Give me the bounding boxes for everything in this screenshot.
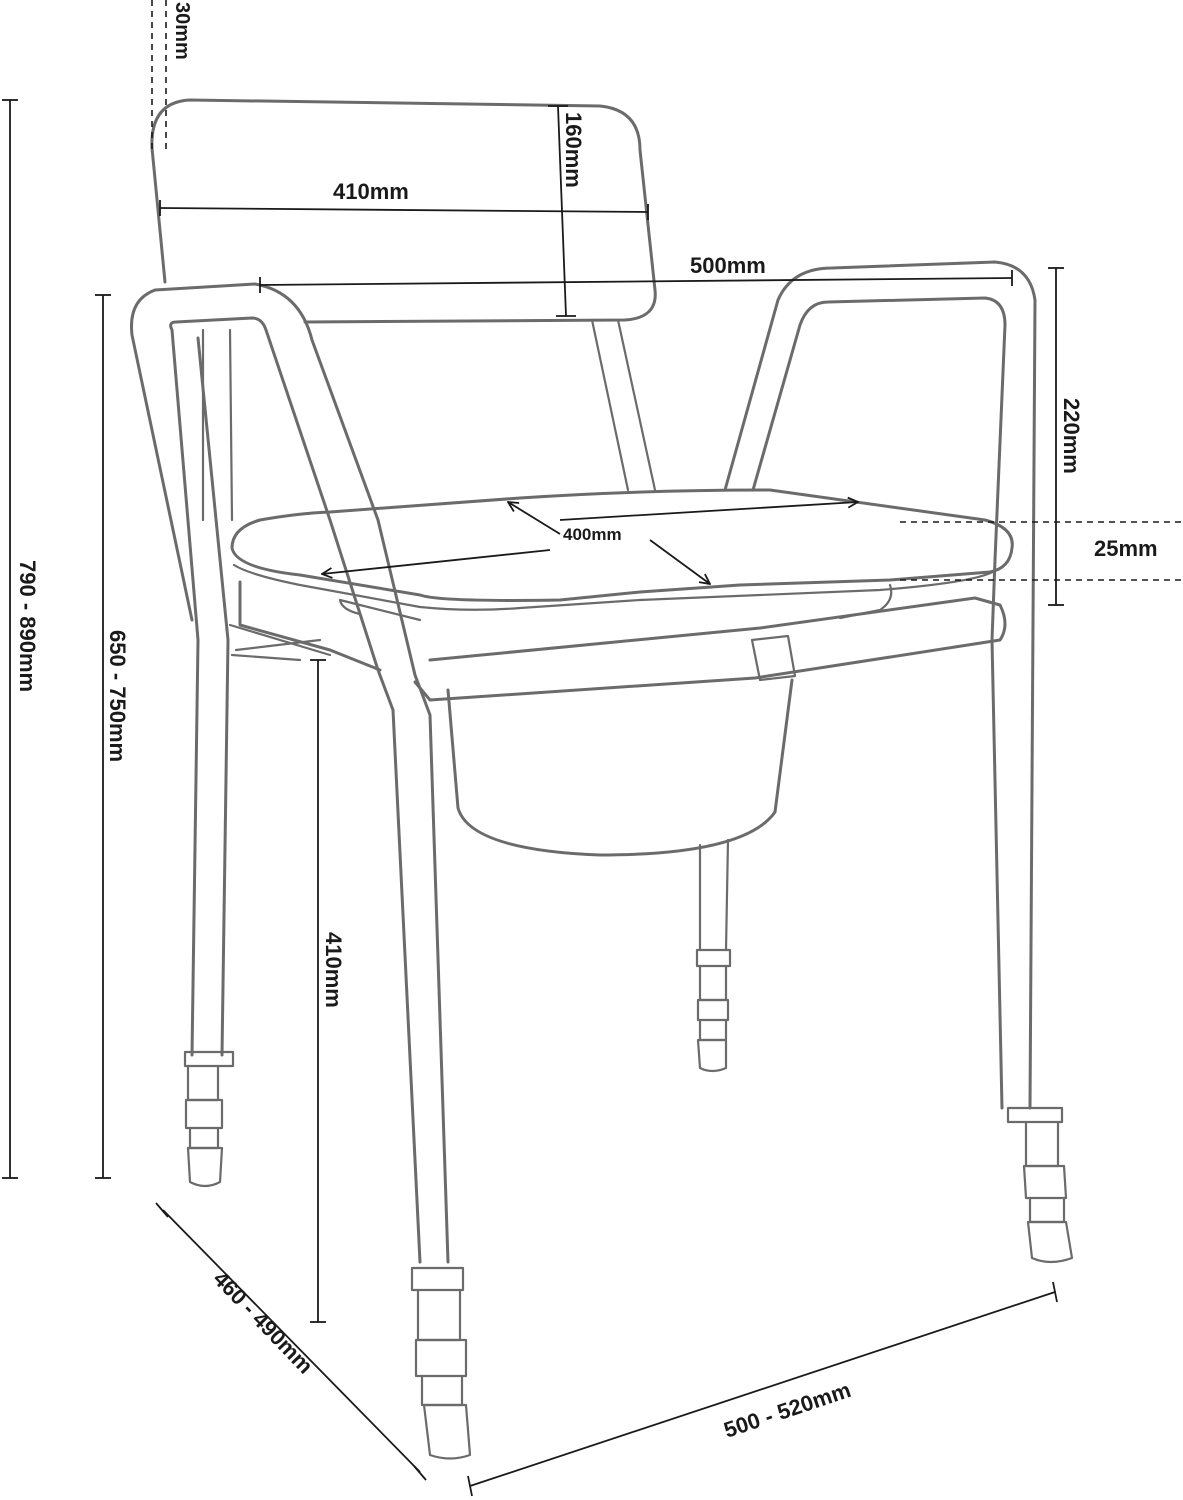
label-backrest-height: 160mm: [561, 112, 586, 188]
label-overall-height: 790 - 890mm: [15, 560, 40, 692]
label-seat-size: 400mm: [563, 525, 622, 544]
label-arm-height: 650 - 750mm: [105, 630, 130, 762]
back-right-leg: [698, 838, 730, 952]
label-width: 500 - 520mm: [721, 1377, 854, 1443]
right-foot: [1006, 1106, 1074, 1264]
label-depth: 460 - 490mm: [208, 1266, 318, 1378]
rail-clip: [750, 634, 797, 682]
chair-outline: [129, 98, 1074, 1460]
back-left-leg: [201, 328, 234, 522]
dimension-labels: 30mm 160mm 410mm 500mm 220mm 25mm 400mm …: [15, 2, 1158, 1443]
label-backrest-offset: 30mm: [171, 2, 193, 60]
label-seat-height: 410mm: [321, 932, 346, 1008]
commode-bucket: [446, 678, 794, 857]
left-arm-frame: [169, 316, 422, 1264]
label-backrest-width: 410mm: [333, 179, 409, 204]
seat-frame: [238, 580, 1007, 702]
front-left-foot: [183, 1050, 235, 1188]
backrest: [150, 98, 657, 324]
seat-cushion: [230, 488, 1014, 602]
back-right-foot: [695, 948, 732, 1073]
right-arm-frame: [723, 260, 1037, 1110]
label-arm-width: 500mm: [690, 253, 766, 278]
front-middle-foot: [410, 1266, 472, 1460]
label-arm-height-above-seat: 220mm: [1059, 398, 1084, 474]
label-seat-drop: 25mm: [1094, 536, 1158, 561]
